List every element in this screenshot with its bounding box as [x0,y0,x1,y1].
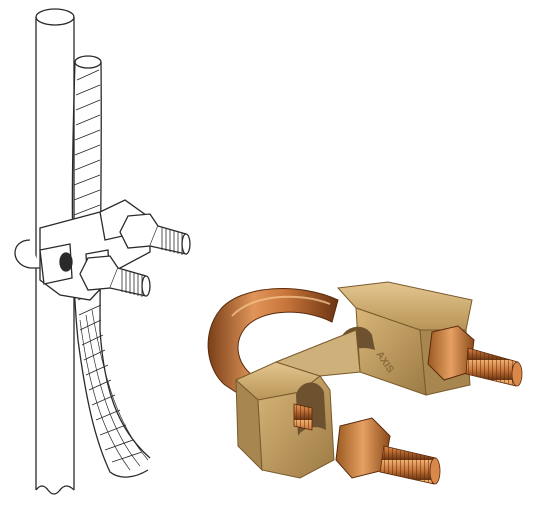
stranded-cable [71,55,151,478]
upper-nut-bolt [427,325,523,387]
rod-clamp-drawing [14,8,191,495]
lower-nut-bolt [293,403,441,485]
copper-u-loop [207,288,339,399]
bronze-u-bolt-clamp: AXIS [207,281,523,485]
upper-bolt [119,213,191,255]
clamp-block-lower [235,329,361,479]
lower-bolt [59,252,151,297]
